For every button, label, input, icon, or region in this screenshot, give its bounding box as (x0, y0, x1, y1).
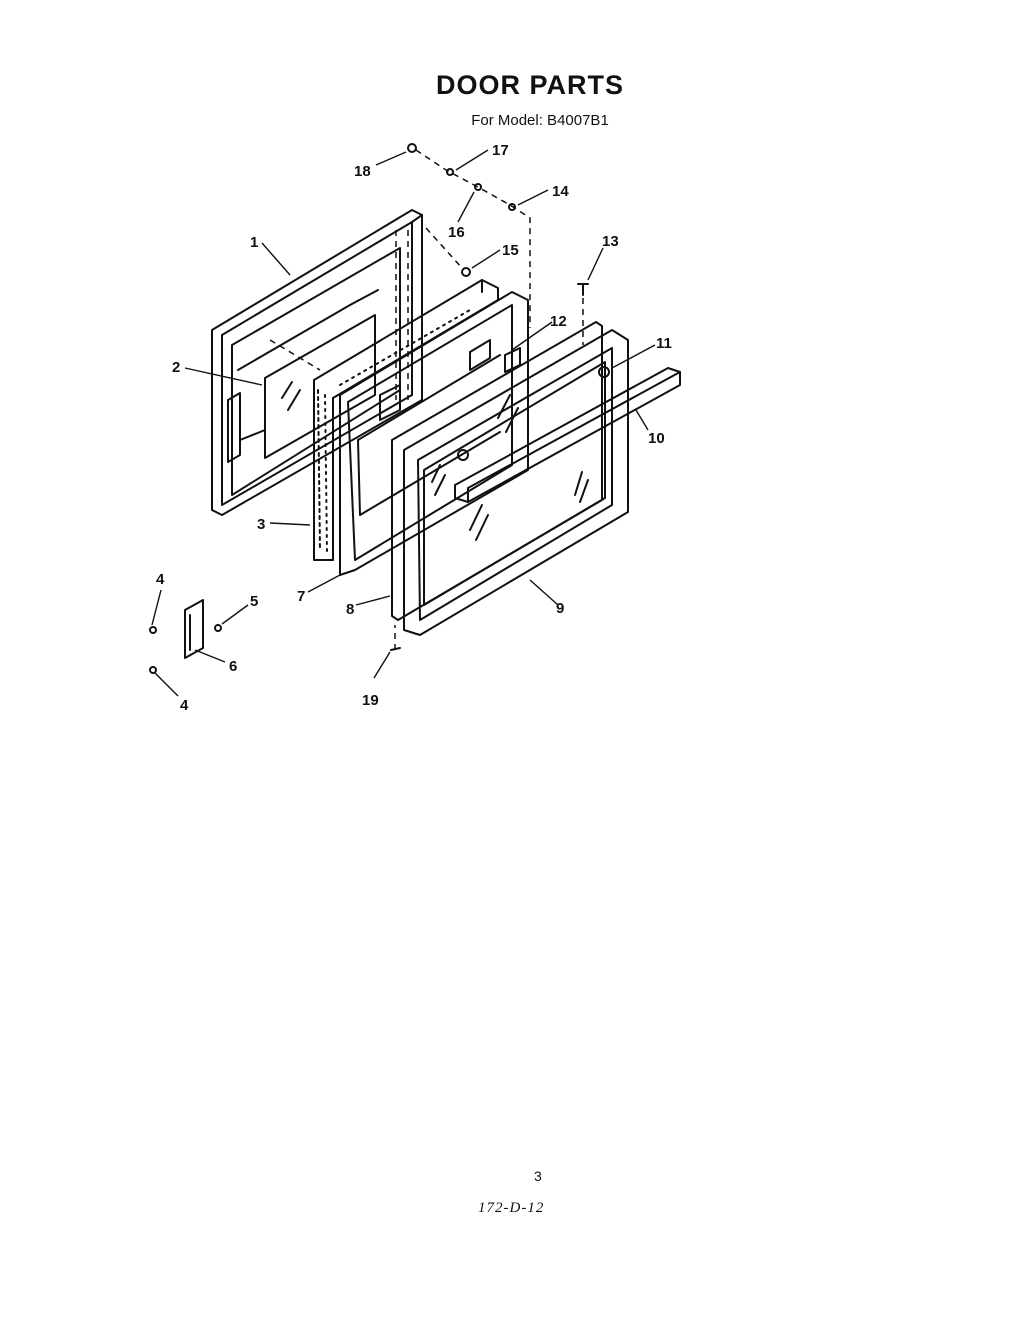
hinge-receiver (504, 347, 521, 373)
callout-7: 7 (297, 588, 305, 605)
screw-18 (407, 143, 417, 153)
inner-door-panel (211, 209, 423, 516)
hinge-assembly (149, 599, 222, 674)
callout-10: 10 (648, 430, 665, 447)
page-title: DOOR PARTS (435, 70, 624, 100)
callout-4b: 4 (180, 697, 189, 714)
screw-16 (474, 183, 482, 191)
model-subtitle: For Model: B4007B1 (471, 112, 609, 129)
callout-3: 3 (257, 516, 265, 533)
callout-1: 1 (250, 234, 258, 251)
washer-14 (508, 203, 516, 211)
callout-8: 8 (346, 601, 354, 618)
callout-5: 5 (250, 593, 258, 610)
page-number: 3 (534, 1168, 542, 1184)
callout-6: 6 (229, 658, 237, 675)
inner-glass (237, 289, 379, 459)
callout-17: 17 (492, 142, 509, 159)
callout-15: 15 (502, 242, 519, 259)
callout-9: 9 (556, 600, 564, 617)
callout-2: 2 (172, 359, 180, 376)
washer-17 (446, 168, 454, 176)
door-handle (454, 367, 681, 503)
callout-11: 11 (656, 335, 672, 352)
callout-4a: 4 (156, 571, 165, 588)
insulation (313, 279, 499, 561)
callout-19: 19 (362, 692, 379, 709)
document-code: 172-D-12 (478, 1200, 545, 1216)
callout-12: 12 (550, 313, 567, 330)
outer-door-frame (403, 329, 629, 636)
callout-13: 13 (602, 233, 619, 250)
screw-13 (577, 283, 589, 296)
handle-bracket (598, 366, 610, 378)
callout-16: 16 (448, 224, 465, 241)
callout-18: 18 (354, 163, 371, 180)
screw-15 (461, 267, 471, 277)
callout-14: 14 (552, 183, 569, 200)
